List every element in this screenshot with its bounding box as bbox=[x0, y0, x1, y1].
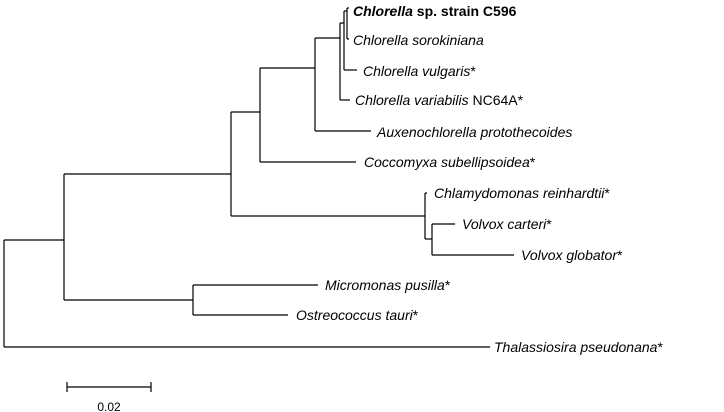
tree-branches bbox=[3, 7, 514, 348]
taxon-label-c596: Chlorella sp. strain C596 bbox=[353, 3, 517, 19]
taxon-label-thalassiosira: Thalassiosira pseudonana* bbox=[494, 339, 663, 355]
scale-bar: 0.02 bbox=[66, 382, 152, 412]
taxon-label-ostreococcus: Ostreococcus tauri* bbox=[296, 307, 419, 323]
taxon-label-auxenochlorella: Auxenochlorella protothecoides bbox=[376, 124, 572, 140]
taxon-labels: Chlorella sp. strain C596 Chlorella soro… bbox=[296, 3, 663, 355]
taxon-label-chlorella-sorokiniana: Chlorella sorokiniana bbox=[353, 32, 484, 48]
taxon-label-chlamydomonas: Chlamydomonas reinhardtii* bbox=[434, 185, 610, 201]
taxon-label-chlorella-vulgaris: Chlorella vulgaris* bbox=[363, 63, 476, 79]
taxon-label-chlorella-variabilis: Chlorella variabilis NC64A* bbox=[355, 92, 524, 108]
scale-bar-label: 0.02 bbox=[97, 400, 121, 412]
taxon-label-micromonas: Micromonas pusilla* bbox=[325, 277, 451, 293]
taxon-label-volvox-globator: Volvox globator* bbox=[521, 247, 623, 263]
taxon-label-volvox-carteri: Volvox carteri* bbox=[462, 216, 552, 232]
taxon-label-coccomyxa: Coccomyxa subellipsoidea* bbox=[364, 154, 536, 170]
